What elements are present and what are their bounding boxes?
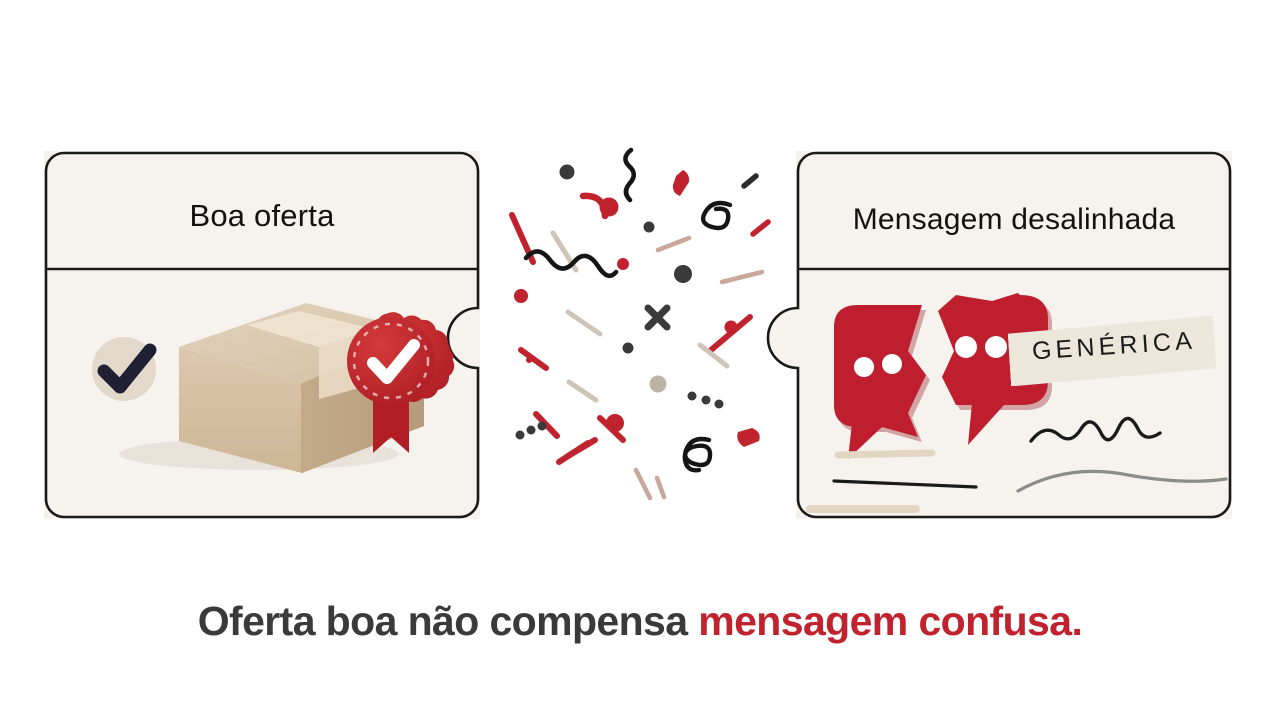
x-mark-icon (644, 304, 671, 331)
caption: Oferta boa não compensa mensagem confusa… (0, 598, 1280, 645)
caption-accent: mensagem confusa. (698, 598, 1083, 644)
check-icon (97, 343, 157, 394)
card-boa-oferta[interactable]: Boa oferta (44, 151, 480, 519)
award-seal-check-icon (347, 312, 455, 453)
card-left-outline (44, 151, 480, 519)
card-right-title: Mensagem desalinhada (852, 203, 1176, 236)
card-left-title: Boa oferta (189, 198, 335, 233)
cardboard-box-illustration (179, 303, 424, 473)
caption-lead: Oferta boa não compensa (197, 598, 699, 644)
card-right-outline (766, 151, 1232, 519)
